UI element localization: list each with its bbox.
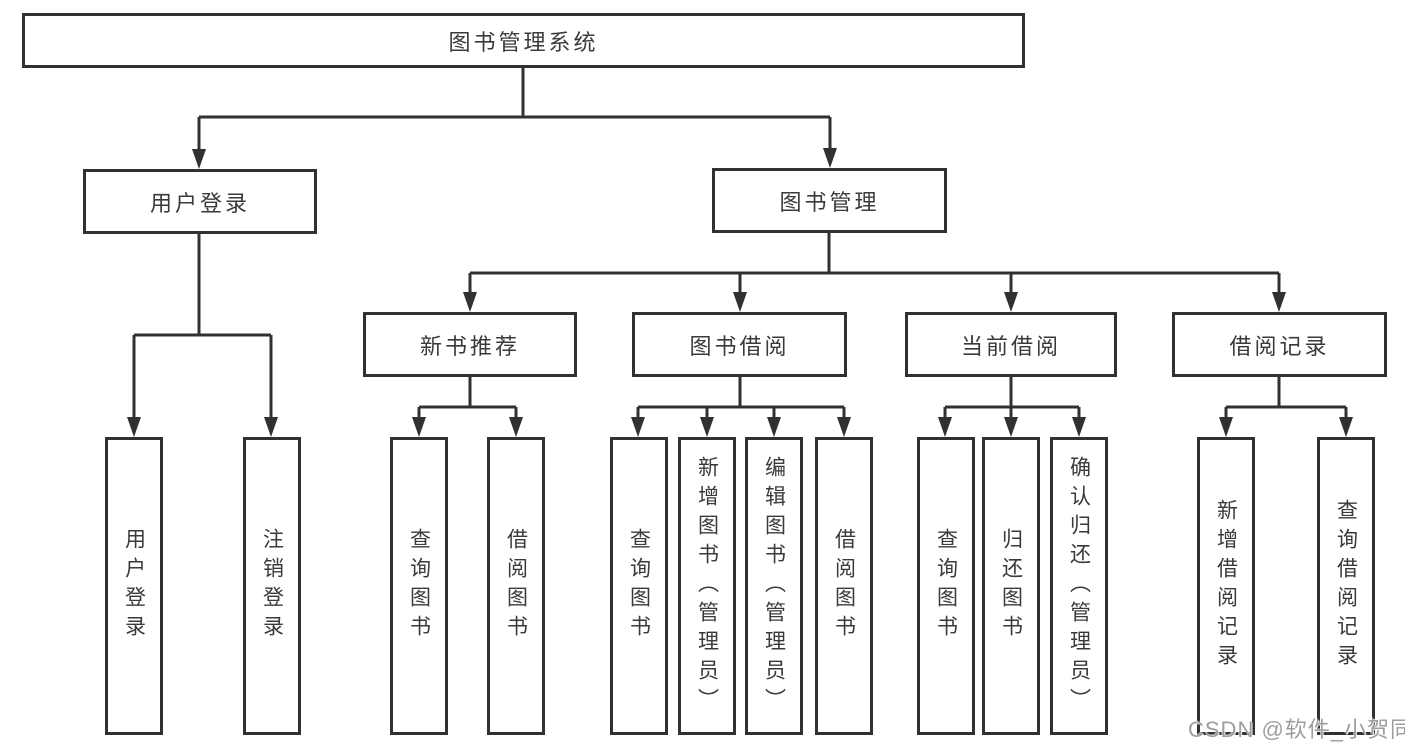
- leaf-label: 借阅图书: [832, 528, 856, 644]
- leaf-label: 注销登录: [260, 528, 284, 644]
- leaf-query-borrow-record: 查询借阅记录: [1317, 437, 1375, 735]
- leaf-logout: 注销登录: [243, 437, 301, 735]
- node-new-book-recommend: 新书推荐: [363, 312, 577, 377]
- node-label: 图书借阅: [689, 333, 790, 359]
- node-label: 用户登录: [149, 190, 250, 216]
- node-user-login: 用户登录: [83, 169, 317, 234]
- node-label: 新书推荐: [419, 333, 520, 359]
- leaf-return-books: 归还图书: [982, 437, 1040, 735]
- node-label: 借阅记录: [1229, 333, 1330, 359]
- leaf-label: 查询图书: [934, 528, 958, 644]
- leaf-label: 新增借阅记录: [1214, 499, 1238, 673]
- leaf-label: 编辑图书（管理员）: [762, 455, 786, 717]
- node-book-management: 图书管理: [712, 168, 947, 233]
- node-label: 图书管理: [779, 189, 880, 215]
- connector-lines: [132, 68, 1348, 420]
- leaf-confirm-return-admin: 确认归还（管理员）: [1050, 437, 1108, 735]
- node-current-borrow: 当前借阅: [905, 312, 1117, 377]
- leaf-label: 查询图书: [627, 528, 651, 644]
- leaf-query-books-recommend: 查询图书: [390, 437, 448, 735]
- leaf-label: 查询借阅记录: [1334, 499, 1358, 673]
- leaf-label: 用户登录: [122, 528, 146, 644]
- leaf-label: 借阅图书: [504, 528, 528, 644]
- node-label: 图书管理系统: [448, 29, 599, 55]
- leaf-query-books-borrow: 查询图书: [610, 437, 668, 735]
- watermark: CSDN @软件_小贺同学: [1188, 717, 1405, 742]
- leaf-label: 归还图书: [999, 528, 1023, 644]
- leaf-edit-books-admin: 编辑图书（管理员）: [745, 437, 803, 735]
- node-label: 当前借阅: [960, 333, 1061, 359]
- connector-arrowheads: [127, 148, 1353, 437]
- leaf-label: 新增图书（管理员）: [695, 455, 719, 717]
- leaf-borrow-books: 借阅图书: [815, 437, 873, 735]
- leaf-query-books-current: 查询图书: [917, 437, 975, 735]
- leaf-add-borrow-record: 新增借阅记录: [1197, 437, 1255, 735]
- leaf-user-login: 用户登录: [105, 437, 163, 735]
- leaf-label: 确认归还（管理员）: [1067, 455, 1091, 717]
- leaf-borrow-books-recommend: 借阅图书: [487, 437, 545, 735]
- leaf-add-books-admin: 新增图书（管理员）: [678, 437, 736, 735]
- node-book-borrow: 图书借阅: [632, 312, 847, 377]
- leaf-label: 查询图书: [407, 528, 431, 644]
- node-library-management-system: 图书管理系统: [22, 13, 1025, 68]
- node-borrow-records: 借阅记录: [1172, 312, 1387, 377]
